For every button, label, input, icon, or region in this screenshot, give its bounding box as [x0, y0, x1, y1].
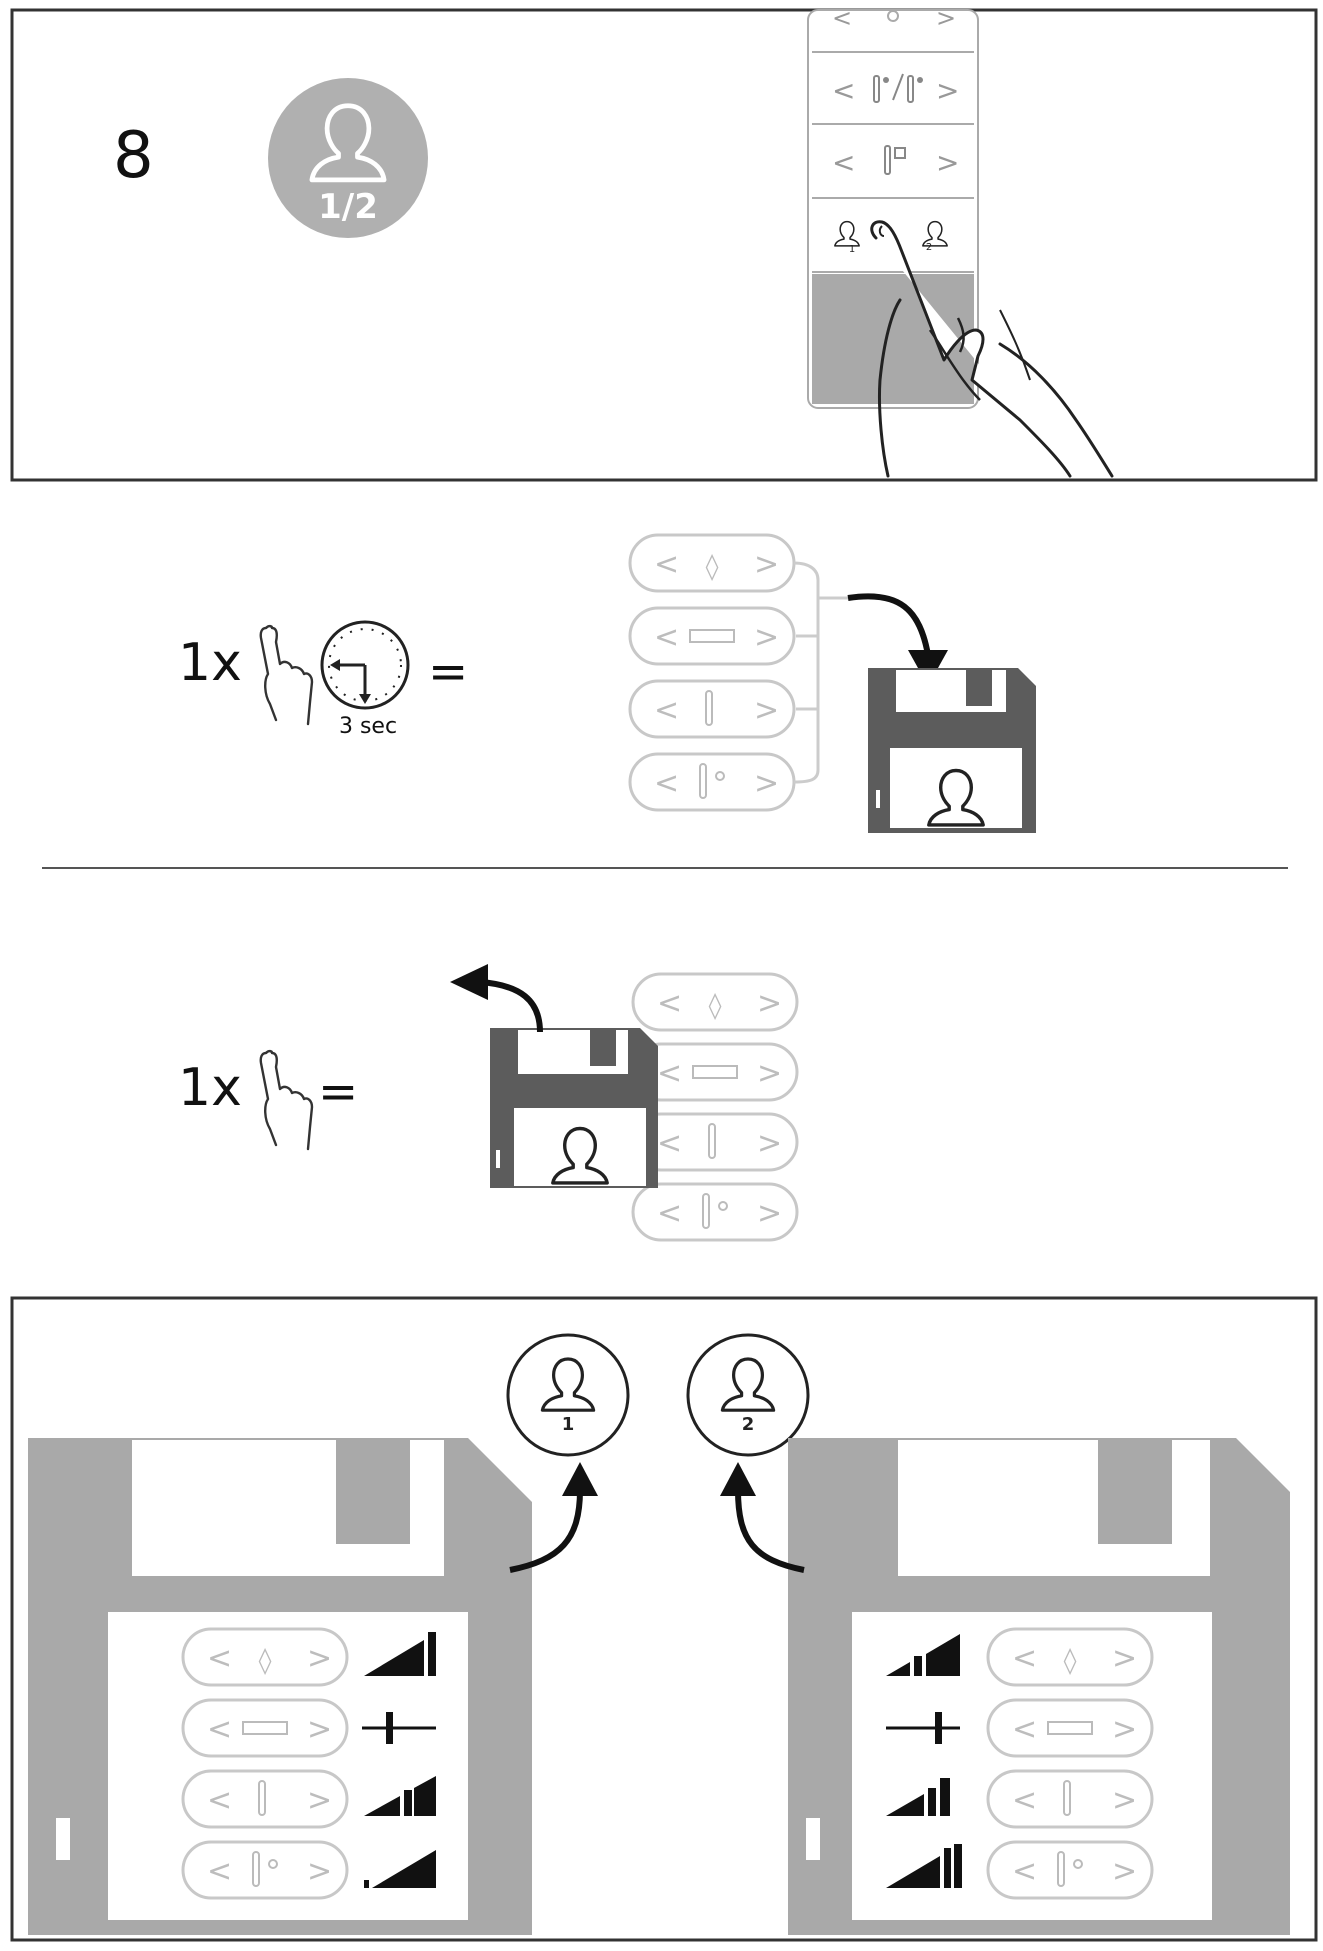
level-indicator-medium-high [886, 1778, 950, 1816]
svg-text:◊: ◊ [706, 552, 719, 582]
floppy-disk-save-icon [868, 668, 1036, 833]
level-indicator-low [364, 1850, 436, 1888]
load-arrow [479, 979, 543, 1033]
seat-temp-button [986, 1769, 1154, 1829]
profile-2-circle[interactable]: 2 [686, 1333, 810, 1457]
svg-text:1: 1 [562, 1414, 575, 1435]
fan-temp-button [181, 1840, 349, 1900]
panel-row-profiles[interactable]: 1 2 [834, 220, 948, 255]
svg-text:◊: ◊ [1064, 1646, 1077, 1676]
save-arrow [847, 593, 931, 656]
equals-sign-save: = [428, 644, 468, 700]
svg-text:>: > [936, 146, 959, 179]
svg-text:1: 1 [849, 244, 855, 255]
seat-temp-button [181, 1769, 349, 1829]
profile-toggle-badge: 1/2 [268, 78, 428, 238]
drop-icon [887, 10, 899, 22]
svg-text:2: 2 [926, 242, 932, 253]
profile-1-arrow [509, 1489, 583, 1573]
airflow-button [631, 1042, 799, 1102]
person-icon [309, 103, 387, 183]
floppy-disk-load-icon [490, 1028, 658, 1188]
press-count-load: 1x [178, 1058, 242, 1118]
hand-press-icon [259, 1049, 314, 1151]
panel-row-temp-seat[interactable]: < > [832, 145, 959, 179]
profile-badge-text: 1/2 [318, 187, 378, 227]
fan-temp-button [631, 1182, 799, 1242]
airflow-button [986, 1698, 1154, 1758]
control-panel: < > < > < > [807, 4, 979, 409]
seat-temp-button [628, 679, 796, 739]
level-indicator-middle [362, 1712, 436, 1744]
level-indicator-high [886, 1844, 962, 1888]
clock-icon [320, 620, 410, 710]
thermometer-fan-icon [873, 73, 923, 103]
press-count-save: 1x [178, 633, 242, 693]
level-indicator-middle [886, 1712, 960, 1744]
equals-sign-load: = [318, 1064, 358, 1120]
panel-row-temp-fan[interactable]: < > [832, 73, 959, 107]
seat-temp-button [631, 1112, 799, 1172]
finger-pressing-hand [870, 220, 1114, 478]
svg-text:<: < [832, 4, 852, 32]
humidity-button: ◊ [628, 533, 796, 593]
level-indicator-medium-high [364, 1776, 436, 1816]
fan-temp-button [986, 1840, 1154, 1900]
profile-2-arrow [735, 1489, 805, 1573]
step-number: 8 [113, 119, 154, 193]
svg-text:◊: ◊ [709, 991, 722, 1021]
hold-duration: 3 sec [339, 714, 397, 739]
level-indicator-high [364, 1632, 436, 1676]
svg-text:<: < [832, 146, 855, 179]
svg-text:>: > [936, 74, 959, 107]
profile-1-circle[interactable]: 1 [506, 1333, 630, 1457]
humidity-button: ◊ [181, 1627, 349, 1687]
settings-buttons-stack-save: ◊ [628, 533, 848, 812]
airflow-button [628, 606, 796, 666]
level-indicator-medium-high [886, 1634, 960, 1676]
fan-temp-button [628, 752, 796, 812]
airflow-button [181, 1698, 349, 1758]
profiles-frame: 1 2 ◊ [10, 1296, 1318, 1942]
save-instruction: 1x 3 sec = ◊ [178, 533, 1036, 833]
svg-text:2: 2 [742, 1414, 755, 1435]
profile-2-disk: ◊ [788, 1438, 1290, 1935]
panel-row-humidity[interactable]: < > [832, 4, 956, 32]
hand-press-icon [259, 624, 314, 726]
humidity-button: ◊ [631, 972, 799, 1032]
step-8-frame: 8 1/2 < > < > [10, 4, 1318, 482]
svg-text:>: > [936, 4, 956, 32]
svg-text:<: < [832, 74, 855, 107]
thermometer-icon [884, 145, 906, 175]
load-instruction: 1x = ◊ [178, 964, 799, 1242]
profile-1-disk: ◊ [28, 1438, 532, 1935]
settings-buttons-stack-load: ◊ [631, 972, 799, 1242]
humidity-button: ◊ [986, 1627, 1154, 1687]
svg-text:◊: ◊ [259, 1646, 272, 1676]
